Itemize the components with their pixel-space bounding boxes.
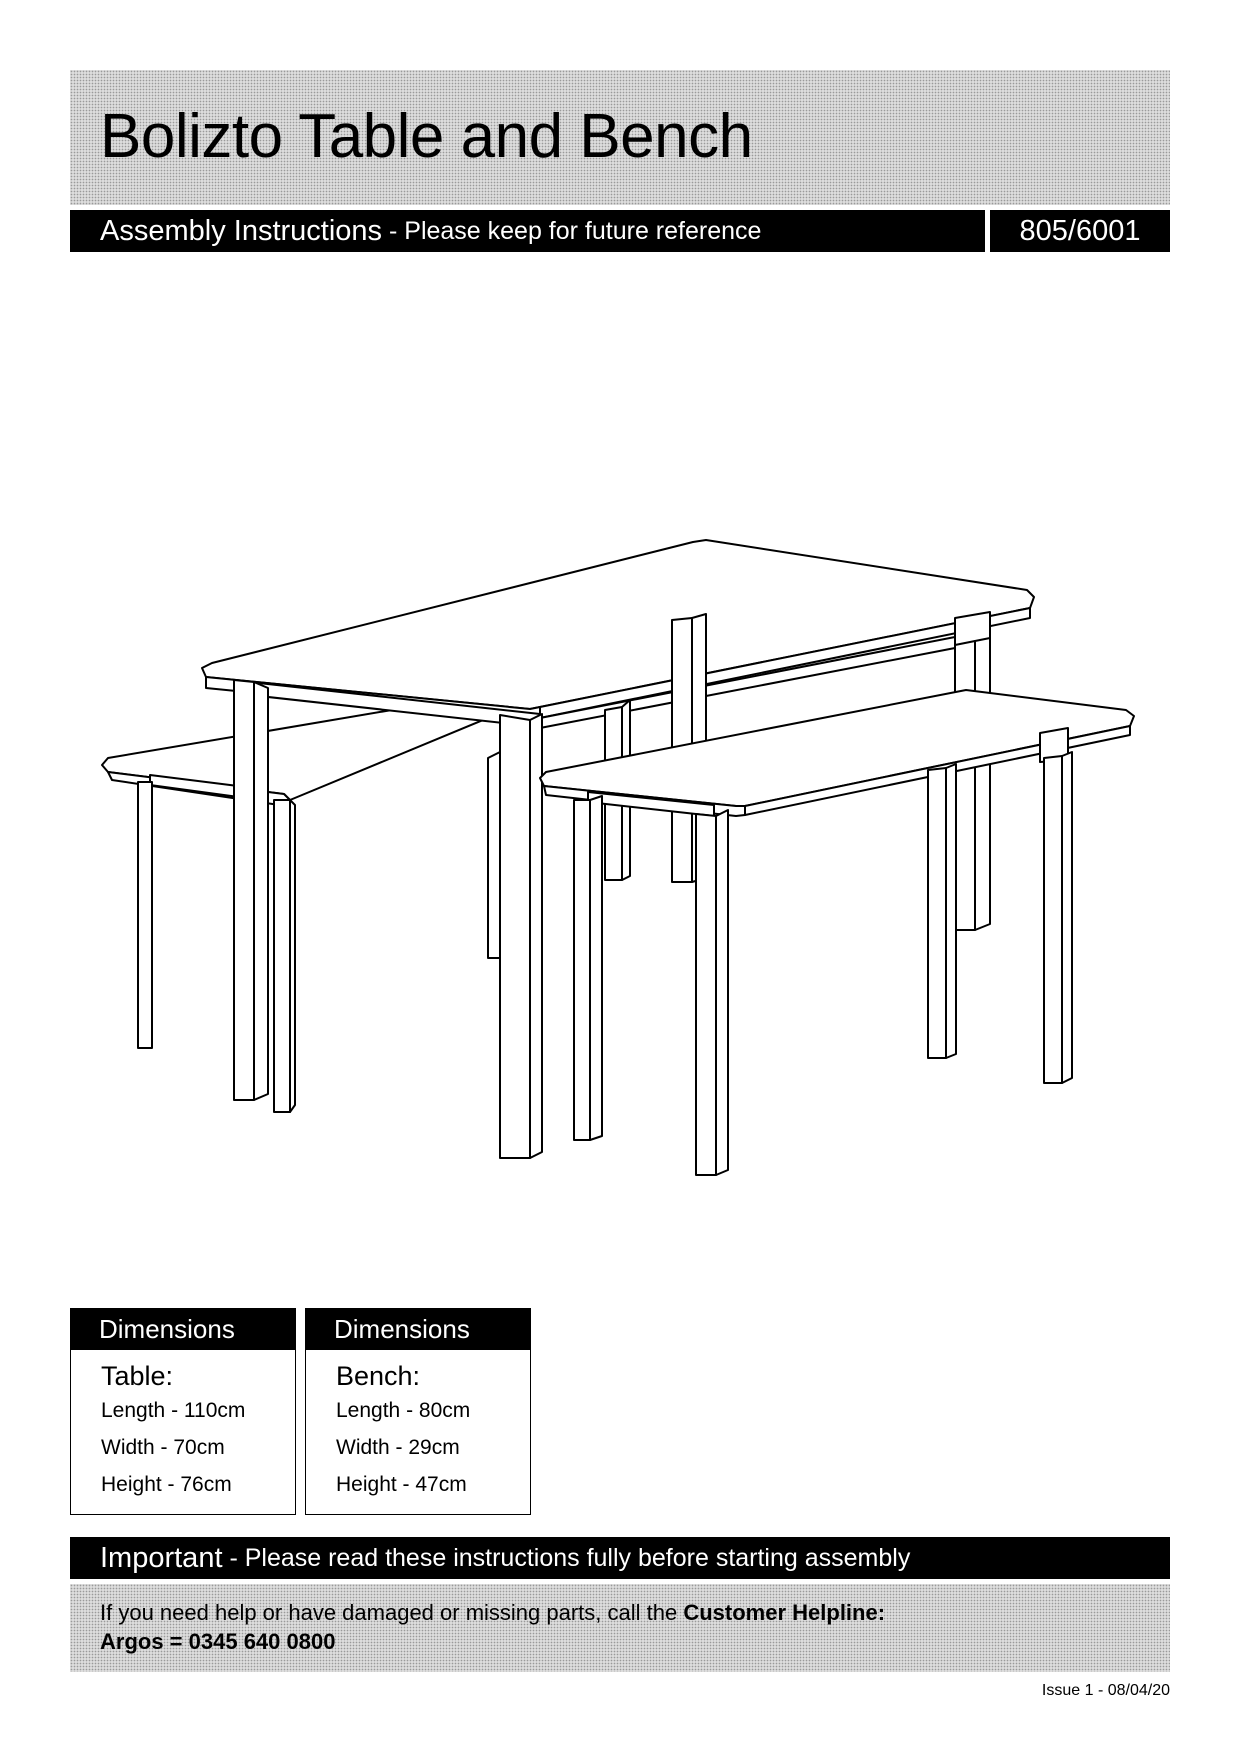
dimensions-item: Table: bbox=[101, 1361, 174, 1391]
helpline-band: If you need help or have damaged or miss… bbox=[70, 1584, 1170, 1672]
table-and-bench-illustration bbox=[101, 539, 1135, 1176]
bench-dimensions-box: Dimensions Bench: Length - 80cm Width - … bbox=[305, 1308, 531, 1515]
important-note: Please read these instructions fully bef… bbox=[244, 1543, 911, 1572]
page-title: Bolizto Table and Bench bbox=[100, 102, 753, 171]
important-separator: - bbox=[222, 1543, 245, 1572]
dimension-height: Height - 47cm bbox=[336, 1473, 467, 1497]
back-bench-drawing bbox=[101, 689, 519, 1113]
table-dimensions-box: Dimensions Table: Length - 110cm Width -… bbox=[70, 1308, 296, 1515]
helpline-label: Customer Helpline: bbox=[683, 1600, 886, 1625]
helpline-text: If you need help or have damaged or miss… bbox=[100, 1598, 885, 1656]
dimension-height: Height - 76cm bbox=[101, 1473, 232, 1497]
table-drawing bbox=[201, 539, 1035, 1159]
dimension-length: Length - 110cm bbox=[101, 1399, 246, 1423]
helpline-message: If you need help or have damaged or miss… bbox=[100, 1600, 684, 1625]
dimensions-heading: Dimensions bbox=[71, 1309, 295, 1350]
dimension-length: Length - 80cm bbox=[336, 1399, 471, 1423]
dimension-width: Width - 29cm bbox=[336, 1436, 460, 1460]
important-bar: Important - Please read these instructio… bbox=[70, 1537, 1170, 1579]
dimensions-heading: Dimensions bbox=[306, 1309, 530, 1350]
front-bench-drawing bbox=[539, 689, 1135, 1176]
subtitle-main: Assembly Instructions bbox=[100, 214, 383, 247]
product-code: 805/6001 bbox=[990, 210, 1170, 252]
important-label: Important bbox=[100, 1541, 223, 1574]
subtitle-separator: - bbox=[382, 216, 405, 245]
dimensions-item: Bench: bbox=[336, 1361, 421, 1391]
title-band: Bolizto Table and Bench bbox=[70, 70, 1170, 205]
dimension-width: Width - 70cm bbox=[101, 1436, 225, 1460]
subtitle-bar: Assembly Instructions - Please keep for … bbox=[70, 210, 985, 252]
subtitle-note: Please keep for future reference bbox=[404, 216, 762, 245]
issue-date: Issue 1 - 08/04/20 bbox=[1041, 1682, 1170, 1699]
helpline-number: Argos = 0345 640 0800 bbox=[100, 1629, 336, 1654]
